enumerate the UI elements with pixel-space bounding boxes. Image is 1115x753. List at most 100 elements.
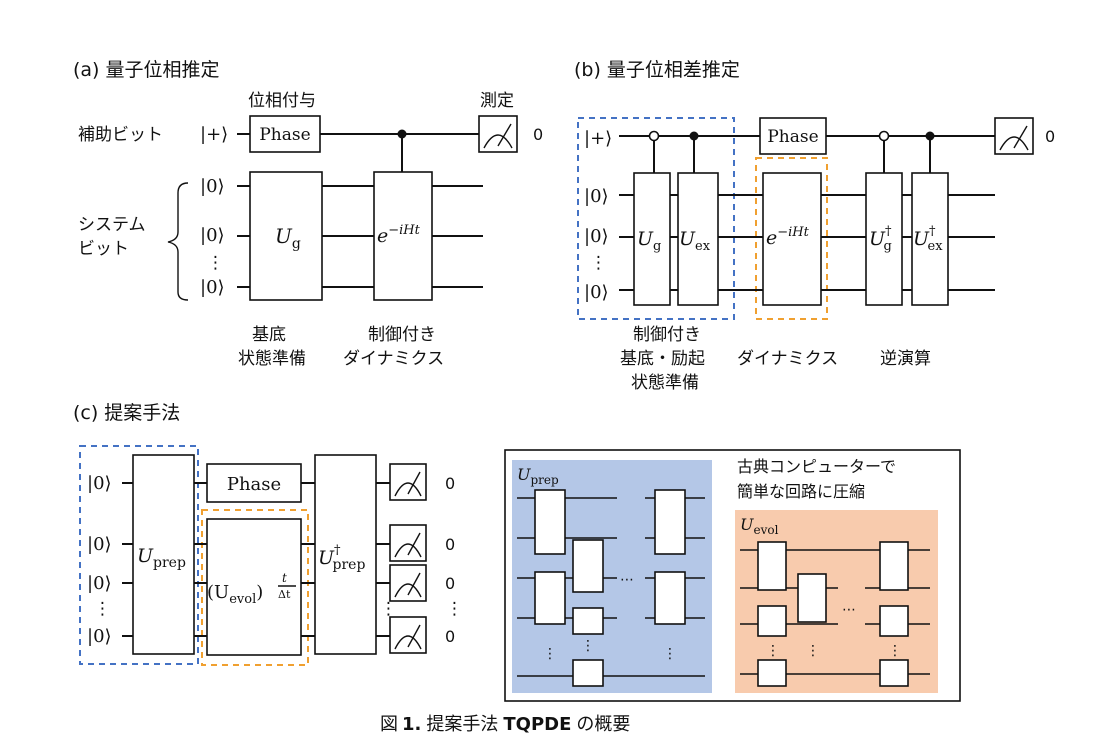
meter-icon [389,463,427,501]
qubit-state: |0⟩ [87,534,112,555]
meter-needle [497,123,512,147]
ellipsis: ⋯ [842,602,856,618]
exponent-denominator: Δt [278,588,291,601]
vdots: ⋮ [207,253,224,273]
phase-gate-label: Phase [767,127,818,147]
panel-a: (a) 量子位相推定 位相付与 測定 補助ビット |+⟩ システム ビット |0… [73,59,543,369]
panel-c-title: (c) 提案手法 [73,402,180,424]
uprep-dagger-gate-label: U†prep [318,543,365,573]
panel-b-title: (b) 量子位相差推定 [574,59,740,81]
control-dot [397,129,407,139]
ug-gate [249,171,323,301]
vdots: ⋮ [446,599,463,619]
uprep-panel-label: Uprep [517,465,559,487]
evolution-gate [762,172,822,306]
ancilla-label: 補助ビット [78,125,163,145]
meter-icon [389,564,427,602]
qubit-state: |0⟩ [87,626,112,647]
ug-gate [633,172,671,306]
vdots: ⋮ [888,643,902,659]
uevol-panel-label: Uevol [740,515,779,537]
meter-icon [389,616,427,654]
ancilla-state: |+⟩ [584,128,612,149]
system-label-2: ビット [78,239,129,259]
blue-dashed-region [79,445,199,665]
outcome: 0 [445,627,455,646]
open-control [648,130,660,142]
uex-gate-label: Uex [679,228,711,254]
ellipsis: ⋯ [620,572,634,588]
meter-icon [389,524,427,562]
qubit-state: |0⟩ [87,573,112,594]
phase-gate [249,115,321,153]
system-label-1: システム [78,215,146,235]
blue-dashed-region [577,117,735,320]
qubit-state: |0⟩ [584,226,609,247]
vdots: ⋮ [94,599,111,619]
vdots: ⋮ [766,643,780,659]
ancilla-state: |+⟩ [200,124,228,145]
evolution-gate-label: e−iHt [766,225,810,249]
qubit-state: |0⟩ [584,186,609,207]
evolution-gate [373,171,433,301]
vdots: ⋮ [380,599,397,619]
step-label: 制御付き [633,325,701,345]
uprep-gate-label: Uprep [137,545,186,571]
uprep-gate [132,454,195,655]
ug-dagger-gate-label: U†g [869,224,892,254]
exponent-numerator: t [282,571,287,585]
compression-note: 古典コンピューターで [737,457,896,476]
uevol-gate-label: (Uevol) [207,582,263,607]
control-dot [925,131,935,141]
uex-dagger-gate-label: U†ex [913,224,943,254]
outcome: 0 [1045,127,1055,146]
qubit-state: |0⟩ [87,473,112,494]
phase-gate-label: Phase [227,474,281,495]
panel-a-title: (a) 量子位相推定 [73,59,220,81]
uprep-dagger-gate [314,454,377,655]
outcome: 0 [445,535,455,554]
phase-gate [206,463,302,503]
step-label: 基底・励起 [620,349,705,369]
panel-c: (c) 提案手法 |0⟩ |0⟩ |0⟩ ⋮ |0⟩ Uprep Phase (… [73,402,463,666]
phase-gate-label: Phase [259,125,310,145]
panel-b: (b) 量子位相差推定 |+⟩ |0⟩ |0⟩ ⋮ |0⟩ Ug Uex Pha… [574,59,1055,393]
phase-gate [759,117,827,155]
uex-dagger-gate [911,172,949,306]
uevol-gate [206,518,302,656]
vdots: ⋮ [806,643,820,659]
step-label: ダイナミクス [343,349,444,369]
mini-circuit-orange [740,541,930,687]
orange-dashed-region [201,509,309,666]
qubit-state: |0⟩ [200,277,225,298]
ug-gate-label: Ug [275,224,301,252]
evolution-gate-label: e−iHt [377,223,421,247]
vdots: ⋮ [543,646,557,662]
step-label: 基底 [252,325,286,345]
measure-label: 測定 [480,91,514,111]
mini-circuit-blue [517,489,705,687]
meter-arc [999,136,1029,151]
outcome: 0 [445,474,455,493]
step-label: 状態準備 [631,373,699,393]
vdots: ⋮ [581,638,595,654]
system-brace [167,182,189,301]
outcome: 0 [533,125,543,144]
phase-kickback-label: 位相付与 [248,91,316,111]
step-label: ダイナミクス [737,349,838,369]
qubit-state: |0⟩ [200,176,225,197]
vdots: ⋮ [590,253,607,273]
open-control [878,130,890,142]
vdots: ⋮ [663,646,677,662]
step-label: 逆演算 [880,349,931,369]
control-dot [689,131,699,141]
step-label: 状態準備 [238,349,306,369]
orange-dashed-region [755,157,828,320]
qubit-state: |0⟩ [584,282,609,303]
qubit-state: |0⟩ [200,225,225,246]
compression-note: 簡単な回路に圧縮 [737,482,865,501]
compression-inset: Uprep 古典コンピューターで 簡単な回路に圧縮 Uevol ⋯ ⋮ ⋮ ⋮ [504,449,961,702]
step-label: 制御付き [368,325,436,345]
